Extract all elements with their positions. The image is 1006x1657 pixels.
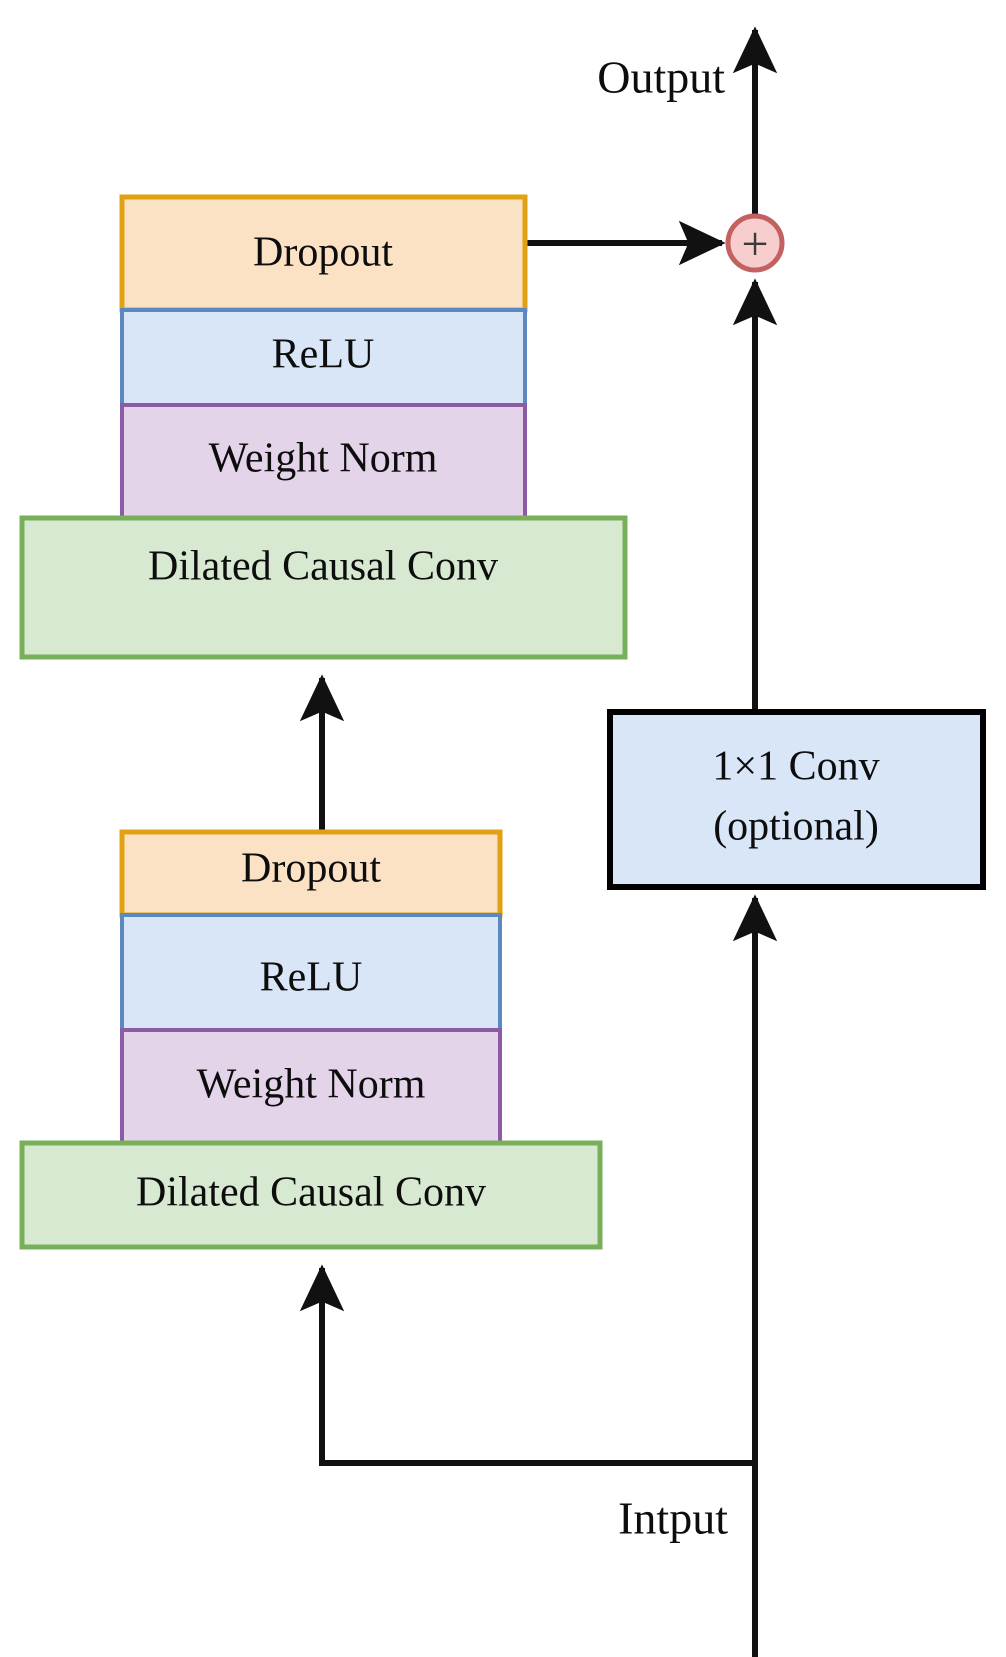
block-dropout-lower[interactable]: Dropout — [119, 829, 503, 918]
block-weight-norm-upper-label: Weight Norm — [209, 436, 438, 482]
block-dropout-lower-rect[interactable] — [119, 829, 503, 918]
block-relu-upper-label: ReLU — [272, 332, 375, 378]
block-relu-upper[interactable]: ReLU — [120, 308, 527, 407]
addition-plus-symbol: + — [741, 218, 768, 271]
addition-node-circle[interactable] — [725, 213, 785, 273]
block-dropout-lower-label: Dropout — [241, 846, 381, 892]
block-weight-norm-lower[interactable]: Weight Norm — [120, 1028, 502, 1145]
block-weight-norm-lower-rect[interactable] — [120, 1028, 502, 1145]
block-dropout-upper[interactable]: Dropout — [119, 194, 528, 313]
block-dilated-causal-conv-upper-label: Dilated Causal Conv — [148, 544, 498, 590]
block-relu-lower-rect[interactable] — [120, 913, 502, 1032]
block-dilated-causal-conv-lower[interactable]: Dilated Causal Conv — [19, 1140, 603, 1250]
skip-conv-block[interactable]: 1×1 Conv (optional) — [607, 709, 986, 890]
input-label: Intput — [618, 1493, 728, 1544]
skip-conv-rect[interactable] — [607, 709, 986, 890]
block-weight-norm-upper-rect[interactable] — [120, 403, 527, 520]
block-weight-norm-lower-label: Weight Norm — [197, 1062, 426, 1108]
block-dilated-causal-conv-lower-label: Dilated Causal Conv — [136, 1170, 486, 1216]
skip-conv-label-line2: (optional) — [713, 804, 879, 850]
block-weight-norm-upper[interactable]: Weight Norm — [120, 403, 527, 520]
output-label: Output — [597, 52, 725, 103]
block-dropout-upper-rect[interactable] — [119, 194, 528, 313]
block-dropout-upper-label: Dropout — [253, 230, 393, 276]
skip-conv-label-line1: 1×1 Conv — [712, 744, 879, 790]
second-residual-unit: Dropout ReLU Weight Norm Dilated Causal … — [19, 194, 628, 660]
block-relu-lower-label: ReLU — [260, 955, 363, 1001]
addition-node[interactable]: + — [725, 213, 785, 273]
block-relu-lower[interactable]: ReLU — [120, 913, 502, 1032]
edge-input-to-first-unit — [299, 1264, 755, 1466]
block-relu-upper-rect[interactable] — [120, 308, 527, 407]
block-dilated-causal-conv-lower-rect[interactable] — [19, 1140, 603, 1250]
first-residual-unit: Dropout ReLU Weight Norm Dilated Causal … — [19, 829, 603, 1250]
block-dilated-causal-conv-upper-rect[interactable] — [19, 515, 628, 660]
block-dilated-causal-conv-upper[interactable]: Dilated Causal Conv — [19, 515, 628, 660]
